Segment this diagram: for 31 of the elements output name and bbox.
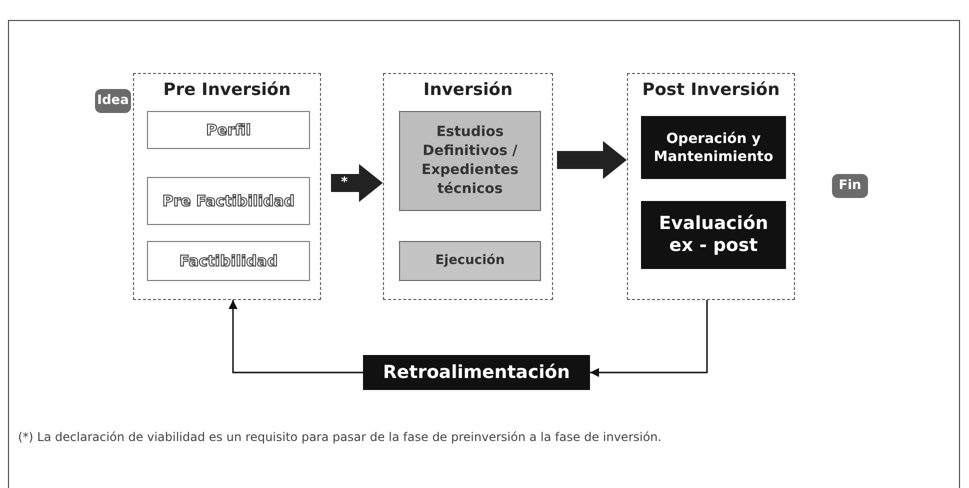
feedback-arrow (228, 300, 363, 374)
phase-box (383, 73, 553, 300)
stage-box (147, 111, 310, 149)
stage-box (641, 116, 786, 179)
edge-label: * (341, 176, 348, 190)
end-badge (832, 174, 868, 198)
phase-title: Pre Inversión (162, 79, 292, 102)
stage-label: Fin (838, 177, 862, 196)
phase-box (627, 73, 795, 300)
block-arrow (557, 141, 627, 179)
stage-box (399, 241, 541, 281)
stage-label: Operación y Mantenimiento (652, 130, 774, 166)
feedback-box (363, 355, 590, 390)
stage-label: Ejecución (435, 252, 505, 270)
stage-label: Perfil (206, 120, 251, 141)
phase-box (133, 73, 321, 300)
stage-box (147, 241, 310, 281)
stage-label: Idea (97, 92, 129, 110)
stage-label: Factibilidad (179, 250, 278, 272)
stage-box (147, 177, 310, 225)
footnote: (*) La declaración de viabilidad es un requisito para pasar de la fase de preinversión a la fase de inversión. (18, 430, 663, 445)
stage-box (641, 201, 786, 269)
feedback-arrow (590, 300, 708, 377)
stage-label: Retroalimentación (383, 361, 570, 385)
stage-label: Evaluación ex - post (658, 213, 770, 257)
stage-box (399, 111, 541, 211)
stage-label: Estudios Definitivos / Expedientes técnicos (420, 123, 520, 199)
phase-title: Inversión (422, 79, 514, 102)
stage-label: Pre Factibilidad (161, 192, 296, 210)
block-arrow (331, 164, 383, 202)
phase-title: Post Inversión (641, 79, 781, 102)
